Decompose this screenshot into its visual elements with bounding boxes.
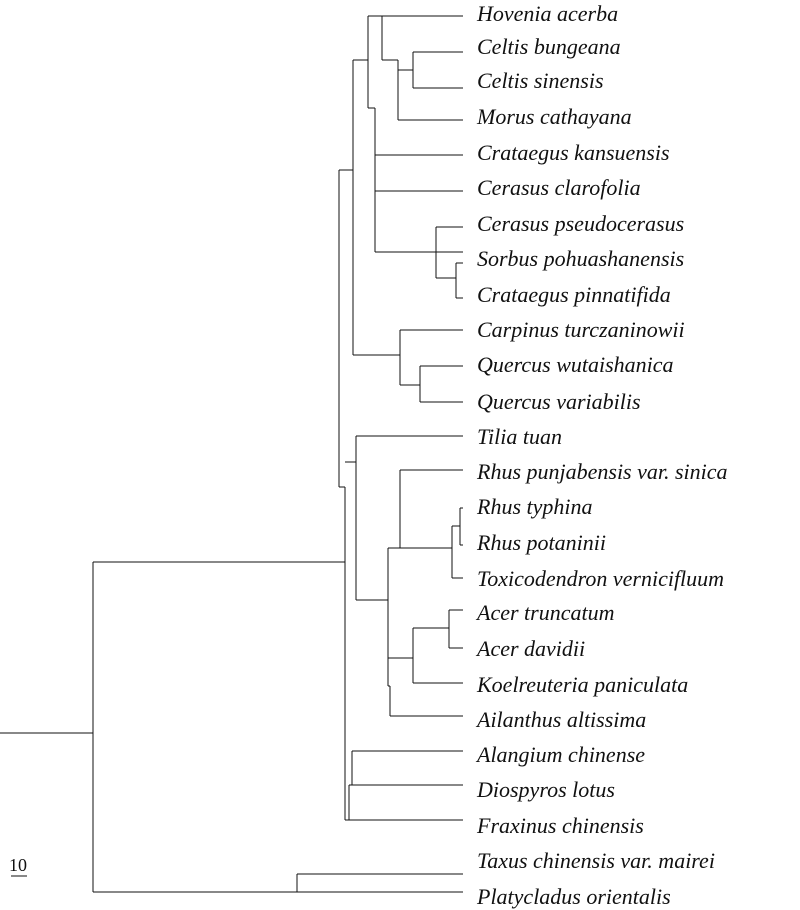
scale-bar-label: 10	[9, 855, 27, 875]
tree-branches	[0, 15, 463, 893]
taxon-label-crataegus-kansuensis: Crataegus kansuensis	[477, 140, 670, 165]
taxon-label-diospyros-lotus: Diospyros lotus	[476, 777, 615, 802]
taxon-label-carpinus-turczaninowii: Carpinus turczaninowii	[477, 317, 685, 342]
taxon-label-sorbus-pohuashanensis: Sorbus pohuashanensis	[477, 246, 684, 271]
taxon-label-quercus-wutaishanica: Quercus wutaishanica	[477, 352, 674, 377]
taxon-label-quercus-variabilis: Quercus variabilis	[477, 389, 641, 414]
taxon-label-alangium-chinense: Alangium chinense	[475, 742, 645, 767]
taxon-label-tilia-tuan: Tilia tuan	[477, 424, 562, 449]
taxon-label-cerasus-clarofolia: Cerasus clarofolia	[477, 175, 641, 200]
taxon-labels: Hovenia acerba Celtis bungeana Celtis si…	[475, 1, 728, 909]
taxon-label-rhus-punjabensis: Rhus punjabensis var. sinica	[476, 459, 728, 484]
taxon-label-ailanthus-altissima: Ailanthus altissima	[475, 707, 646, 732]
taxon-label-taxus-chinensis-var-mairei: Taxus chinensis var. mairei	[477, 848, 715, 873]
taxon-label-koelreuteria-paniculata: Koelreuteria paniculata	[476, 672, 688, 697]
taxon-label-rhus-potaninii: Rhus potaninii	[476, 530, 606, 555]
taxon-label-crataegus-pinnatifida: Crataegus pinnatifida	[477, 282, 671, 307]
taxon-label-acer-truncatum: Acer truncatum	[475, 600, 614, 625]
taxon-label-platycladus-orientalis: Platycladus orientalis	[476, 884, 671, 909]
taxon-label-toxicodendron-vernicifluum: Toxicodendron vernicifluum	[477, 566, 724, 591]
taxon-label-morus-cathayana: Morus cathayana	[476, 104, 632, 129]
taxon-label-celtis-bungeana: Celtis bungeana	[477, 34, 621, 59]
scale-bar: 10	[9, 855, 27, 877]
taxon-label-cerasus-pseudocerasus: Cerasus pseudocerasus	[477, 211, 684, 236]
taxon-label-fraxinus-chinensis: Fraxinus chinensis	[476, 813, 644, 838]
taxon-label-hovenia-acerba: Hovenia acerba	[476, 1, 618, 26]
taxon-label-acer-davidii: Acer davidii	[475, 636, 585, 661]
taxon-label-rhus-typhina: Rhus typhina	[476, 494, 593, 519]
taxon-label-celtis-sinensis: Celtis sinensis	[477, 68, 604, 93]
